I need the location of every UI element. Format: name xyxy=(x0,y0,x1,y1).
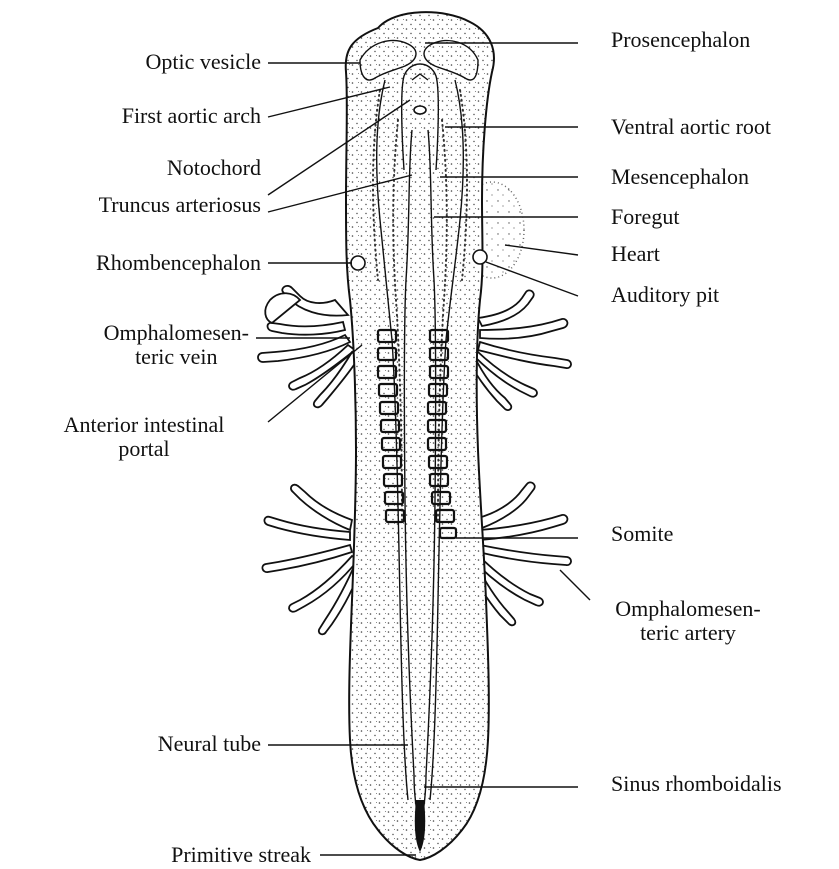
left-auditory-pit xyxy=(351,256,365,270)
embryo-body xyxy=(346,12,494,860)
label-optic-vesicle: Optic vesicle xyxy=(146,50,261,74)
label-notochord: Notochord xyxy=(167,156,261,180)
label-neural-tube: Neural tube xyxy=(158,732,261,756)
label-auditory-pit: Auditory pit xyxy=(611,283,719,307)
label-heart: Heart xyxy=(611,242,660,266)
label-omphalomesenteric-vein: Omphalomesen- teric vein xyxy=(104,321,249,369)
label-sinus-rhomboidalis: Sinus rhomboidalis xyxy=(611,772,782,796)
label-truncus-arteriosus: Truncus arteriosus xyxy=(99,193,261,217)
label-omphalomesenteric-vein-line1: Omphalomesen- xyxy=(104,321,249,345)
label-primitive-streak: Primitive streak xyxy=(171,843,311,867)
label-anterior-intestinal-portal-line1: Anterior intestinal xyxy=(10,413,278,437)
label-omphalomesenteric-artery-line2: teric artery xyxy=(598,621,778,645)
label-omphalomesenteric-vein-line2: teric vein xyxy=(104,345,249,369)
label-prosencephalon: Prosencephalon xyxy=(611,28,750,52)
label-somite: Somite xyxy=(611,522,673,546)
label-first-aortic-arch: First aortic arch xyxy=(122,104,261,128)
label-rhombencephalon: Rhombencephalon xyxy=(96,251,261,275)
label-anterior-intestinal-portal: Anterior intestinal portal xyxy=(10,413,278,461)
label-ventral-aortic-root: Ventral aortic root xyxy=(611,115,771,139)
label-omphalomesenteric-artery-line1: Omphalomesen- xyxy=(598,597,778,621)
label-anterior-intestinal-portal-line2: portal xyxy=(10,437,278,461)
right-anterior-vessels xyxy=(468,290,571,410)
left-posterior-vessels xyxy=(262,485,362,635)
label-mesencephalon: Mesencephalon xyxy=(611,165,749,189)
right-auditory-pit xyxy=(473,250,487,264)
label-foregut: Foregut xyxy=(611,205,679,229)
label-omphalomesenteric-artery: Omphalomesen- teric artery xyxy=(598,597,778,645)
